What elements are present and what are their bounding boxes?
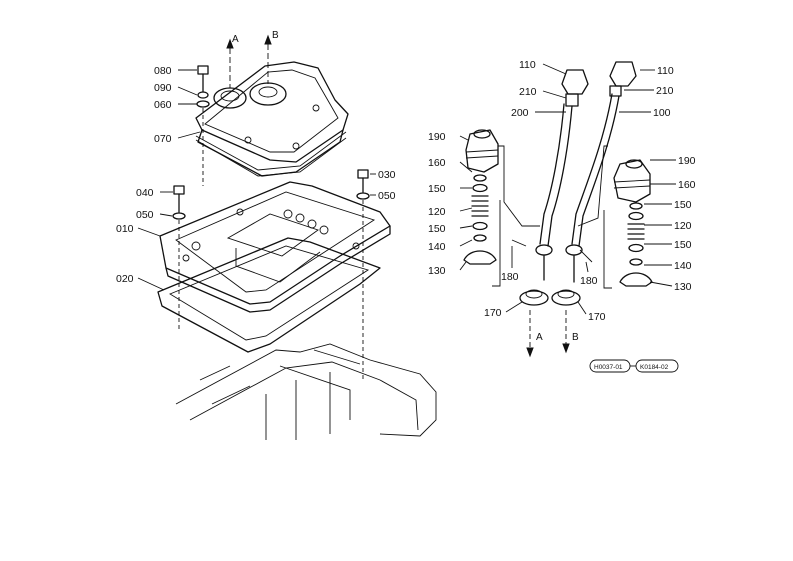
callout-170-right: 170 bbox=[588, 311, 606, 323]
callout-180-left: 180 bbox=[501, 271, 519, 283]
callout-090: 090 bbox=[154, 82, 172, 94]
leader-lines bbox=[137, 63, 676, 315]
callout-070: 070 bbox=[154, 133, 172, 145]
bracket-left bbox=[498, 145, 540, 227]
callout-060: 060 bbox=[154, 99, 172, 111]
callout-160-right: 160 bbox=[678, 179, 696, 191]
arrow-b-bottom bbox=[562, 310, 570, 354]
drawing-code-left: H0037-01 bbox=[589, 359, 631, 373]
case-gasket bbox=[157, 237, 381, 353]
callout-100: 100 bbox=[653, 107, 671, 119]
cover-gasket bbox=[195, 131, 347, 177]
callout-130-left: 130 bbox=[428, 265, 446, 277]
svg-text:K0184-02: K0184-02 bbox=[640, 364, 669, 371]
callout-050-left: 050 bbox=[136, 209, 154, 221]
callout-110-right: 110 bbox=[657, 65, 674, 77]
boot-stack-right bbox=[613, 159, 653, 287]
callout-190-left: 190 bbox=[428, 131, 446, 143]
callout-210-left: 210 bbox=[519, 86, 537, 98]
bracket-left-2 bbox=[492, 200, 501, 287]
callout-040: 040 bbox=[136, 187, 154, 199]
callout-150-left-2: 150 bbox=[428, 223, 446, 235]
svg-text:H0037-01: H0037-01 bbox=[594, 364, 623, 371]
drawing-code-right: K0184-02 bbox=[635, 359, 679, 373]
callout-120-right: 120 bbox=[674, 220, 692, 232]
shift-lever-left bbox=[511, 69, 589, 306]
tractor-frame bbox=[175, 343, 437, 440]
callout-190-right: 190 bbox=[678, 155, 696, 167]
callout-200: 200 bbox=[511, 107, 529, 119]
callout-160-left: 160 bbox=[428, 157, 446, 169]
callout-120-left: 120 bbox=[428, 206, 446, 218]
callout-020: 020 bbox=[116, 273, 134, 285]
callout-010: 010 bbox=[116, 223, 134, 235]
bolt-080 bbox=[196, 65, 210, 108]
callout-130-right: 130 bbox=[674, 281, 692, 293]
label-b-bottom: B bbox=[572, 332, 579, 343]
transmission-case bbox=[159, 181, 391, 313]
callout-050-right: 050 bbox=[378, 190, 396, 202]
bracket-right bbox=[577, 145, 608, 227]
callout-140-left: 140 bbox=[428, 241, 446, 253]
callout-140-right: 140 bbox=[674, 260, 692, 272]
arrow-a-bottom bbox=[526, 310, 534, 358]
callout-030: 030 bbox=[378, 169, 396, 181]
arrow-a-top bbox=[226, 38, 234, 88]
callout-150-right-1: 150 bbox=[674, 199, 692, 211]
callout-150-left-1: 150 bbox=[428, 183, 446, 195]
shift-lever-right bbox=[551, 61, 637, 306]
boot-stack-left bbox=[463, 129, 499, 265]
callout-150-right-2: 150 bbox=[674, 239, 692, 251]
callout-180-right: 180 bbox=[580, 275, 598, 287]
label-b-top: B bbox=[272, 30, 279, 41]
callout-080: 080 bbox=[154, 65, 172, 77]
bracket-right-2 bbox=[603, 210, 612, 289]
bolt-030 bbox=[356, 169, 370, 200]
label-a-top: A bbox=[232, 34, 239, 45]
label-a-bottom: A bbox=[536, 332, 543, 343]
top-cover bbox=[195, 61, 349, 177]
bolt-040 bbox=[172, 185, 186, 220]
callout-210-right: 210 bbox=[656, 85, 674, 97]
callout-110-left: 110 bbox=[519, 59, 536, 71]
callout-170-left: 170 bbox=[484, 307, 502, 319]
arrow-b-top bbox=[264, 34, 272, 84]
